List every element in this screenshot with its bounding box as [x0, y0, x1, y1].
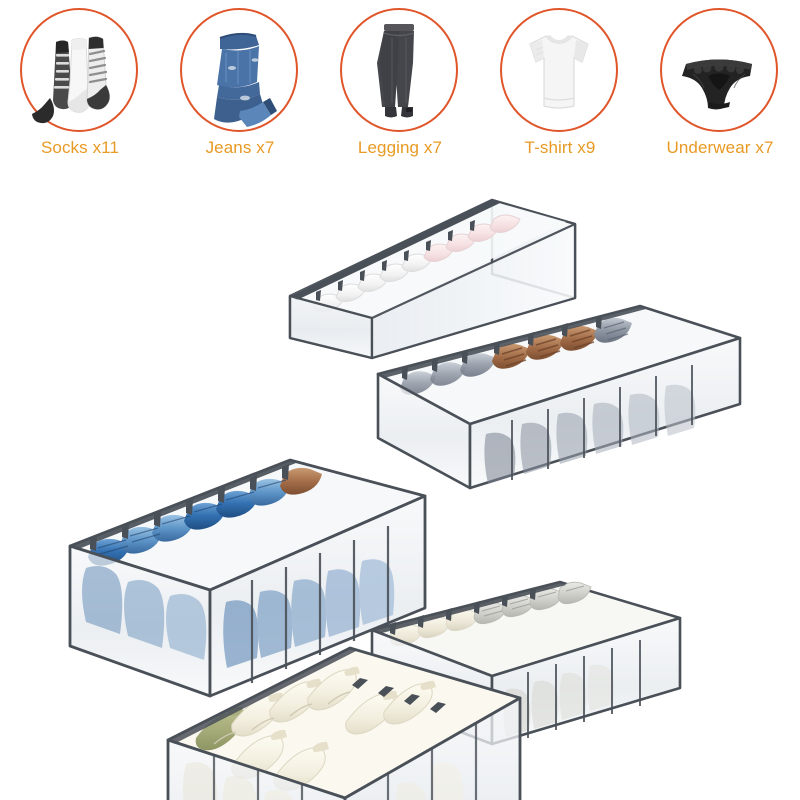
- legging-icon: [340, 8, 458, 132]
- tshirt-organizer: [288, 198, 577, 360]
- feature-item-underwear: Underwear x7: [640, 0, 800, 175]
- underwear-icon: [660, 8, 778, 132]
- feature-item-jeans: Jeans x7: [160, 0, 320, 175]
- feature-label-socks: Socks x11: [40, 138, 120, 157]
- feature-item-legging: Legging x7: [320, 0, 480, 175]
- feature-item-socks: Socks x11: [0, 0, 160, 175]
- tshirt-icon: [500, 8, 618, 132]
- feature-label-legging: Legging x7: [357, 138, 443, 157]
- product-photo: [0, 178, 800, 800]
- jeans-organizer: [68, 458, 427, 698]
- feature-label-underwear: Underwear x7: [666, 138, 774, 157]
- legging-organizer: [376, 304, 742, 490]
- feature-label-tshirt: T-shirt x9: [524, 138, 596, 157]
- organizers-illustration: [0, 178, 800, 800]
- feature-label-jeans: Jeans x7: [205, 138, 275, 157]
- socks-icon: [20, 8, 138, 132]
- jeans-icon: [180, 8, 298, 132]
- feature-item-tshirt: T-shirt x9: [480, 0, 640, 175]
- underwear-organizer: [166, 646, 522, 800]
- feature-strip: Socks x11: [0, 0, 800, 175]
- socks-organizer: [370, 580, 682, 746]
